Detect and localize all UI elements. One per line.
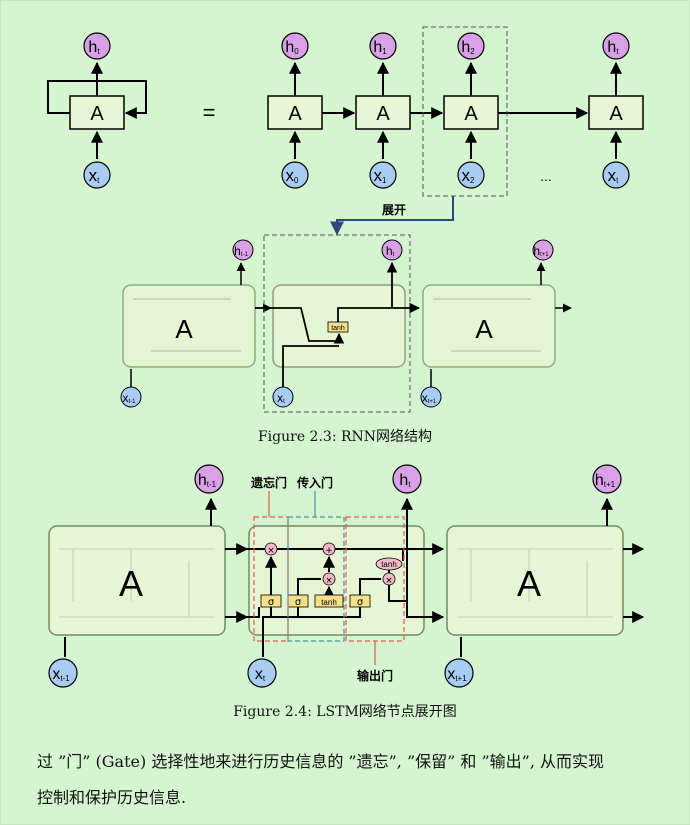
detail-right-label: A [475, 314, 493, 344]
equals-sign: = [203, 100, 216, 125]
figure-2-4-caption: Figure 2.4: LSTM网络节点展开图 [233, 704, 457, 720]
detail-left-output: ht-1 [234, 244, 248, 258]
lstm-left-cell [48, 525, 226, 636]
rolled-output-circle [83, 32, 111, 60]
input-label: x2 [462, 166, 476, 185]
cell-label: A [609, 103, 623, 125]
unrolled-cell-t: A ht xt [588, 32, 644, 189]
cell-label: A [376, 103, 390, 125]
lstm-middle-output: ht [399, 472, 411, 489]
body-text-line-1: 过 ”门” (Gate) 选择性地来进行历史信息的 ”遗忘”, ”保留” 和 ”… [37, 752, 605, 771]
lstm-middle-input: xt [255, 666, 266, 683]
forget-gate-label: 遗忘门 [250, 475, 287, 490]
detail-right-input: xt+1 [422, 391, 437, 405]
unrolled-cell-2: A h2 x2 [443, 32, 499, 189]
unrolled-cell-0: A h0 x0 [267, 32, 323, 189]
detail-right-cell [422, 284, 556, 368]
input-label: x1 [374, 166, 388, 185]
output-gate-label: 输出门 [357, 668, 393, 683]
detail-right-output: ht+1 [533, 244, 549, 258]
output-label: h0 [285, 39, 299, 56]
expand-label: 展开 [382, 203, 406, 217]
detail-middle-input: xt [277, 391, 285, 405]
rolled-rnn: A ht xt [47, 32, 147, 189]
input-tanh-label: tanh [321, 598, 337, 607]
lstm-right-cell [446, 525, 624, 636]
lstm-left-input: xt-1 [52, 666, 70, 683]
unrolled-cell-1: A h1 x1 [355, 32, 411, 189]
detail-left-input: xt-1 [122, 391, 136, 405]
lstm-middle-cell [248, 525, 425, 636]
body-text-line-2: 控制和保护历史信息. [37, 788, 187, 807]
output-label: h1 [373, 39, 387, 56]
cell-add-label: + [325, 546, 333, 556]
forget-multiply-label: × [267, 546, 275, 556]
input-gate-label: 传入门 [296, 475, 333, 490]
cell-label: A [288, 103, 302, 125]
rolled-cell-label: A [90, 103, 104, 125]
ellipsis: ... [540, 168, 552, 184]
lstm-diagram: A ht-1 xt-1 σ σ tanh [48, 464, 645, 688]
detail-left-label: A [175, 314, 193, 344]
rolled-output-label: ht [88, 39, 100, 56]
lstm-right-input: xt+1 [447, 666, 467, 683]
input-label: x0 [286, 166, 300, 185]
figure-2-3-caption: Figure 2.3: RNN网络结构 [257, 429, 433, 445]
input-multiply [322, 572, 336, 586]
lstm-right-label: A [517, 563, 541, 604]
cell-add [322, 542, 336, 556]
lstm-left-label: A [119, 563, 143, 604]
rolled-input-circle [83, 161, 111, 189]
input-gate-box [287, 516, 345, 642]
cell-label: A [464, 103, 478, 125]
input-sigma-label: σ [295, 597, 302, 608]
forget-sigma-gate [260, 594, 282, 608]
output-multiply [382, 572, 396, 586]
lstm-left-output: ht-1 [198, 472, 217, 489]
forget-sigma-label: σ [268, 597, 275, 608]
output-sigma-gate [349, 594, 371, 608]
detail-middle-output: ht [386, 244, 395, 258]
input-multiply-label: × [325, 576, 333, 586]
rolled-input-label: xt [89, 166, 101, 185]
detail-highlight-box [263, 234, 411, 413]
rnn-detail: A xt-1 ht-1 tanh ht xt A ht+1 xt+1 [120, 234, 572, 413]
detail-left-cell [122, 284, 256, 368]
highlight-box [422, 26, 508, 197]
expand-arrow [330, 196, 454, 236]
input-label: xt [608, 166, 620, 185]
output-label: h2 [461, 39, 475, 56]
forget-multiply [264, 542, 278, 556]
output-label: ht [607, 39, 619, 56]
input-tanh-gate [314, 594, 344, 608]
lstm-right-output: ht+1 [595, 472, 616, 489]
tanh-gate-label: tanh [331, 325, 345, 332]
output-multiply-label: × [385, 576, 393, 586]
output-tanh [375, 557, 403, 571]
unrolled-rnn: A h0 x0 A h1 x1 A h2 x2 [267, 26, 644, 197]
output-tanh-label: tanh [381, 560, 397, 569]
output-sigma-label: σ [357, 597, 364, 608]
